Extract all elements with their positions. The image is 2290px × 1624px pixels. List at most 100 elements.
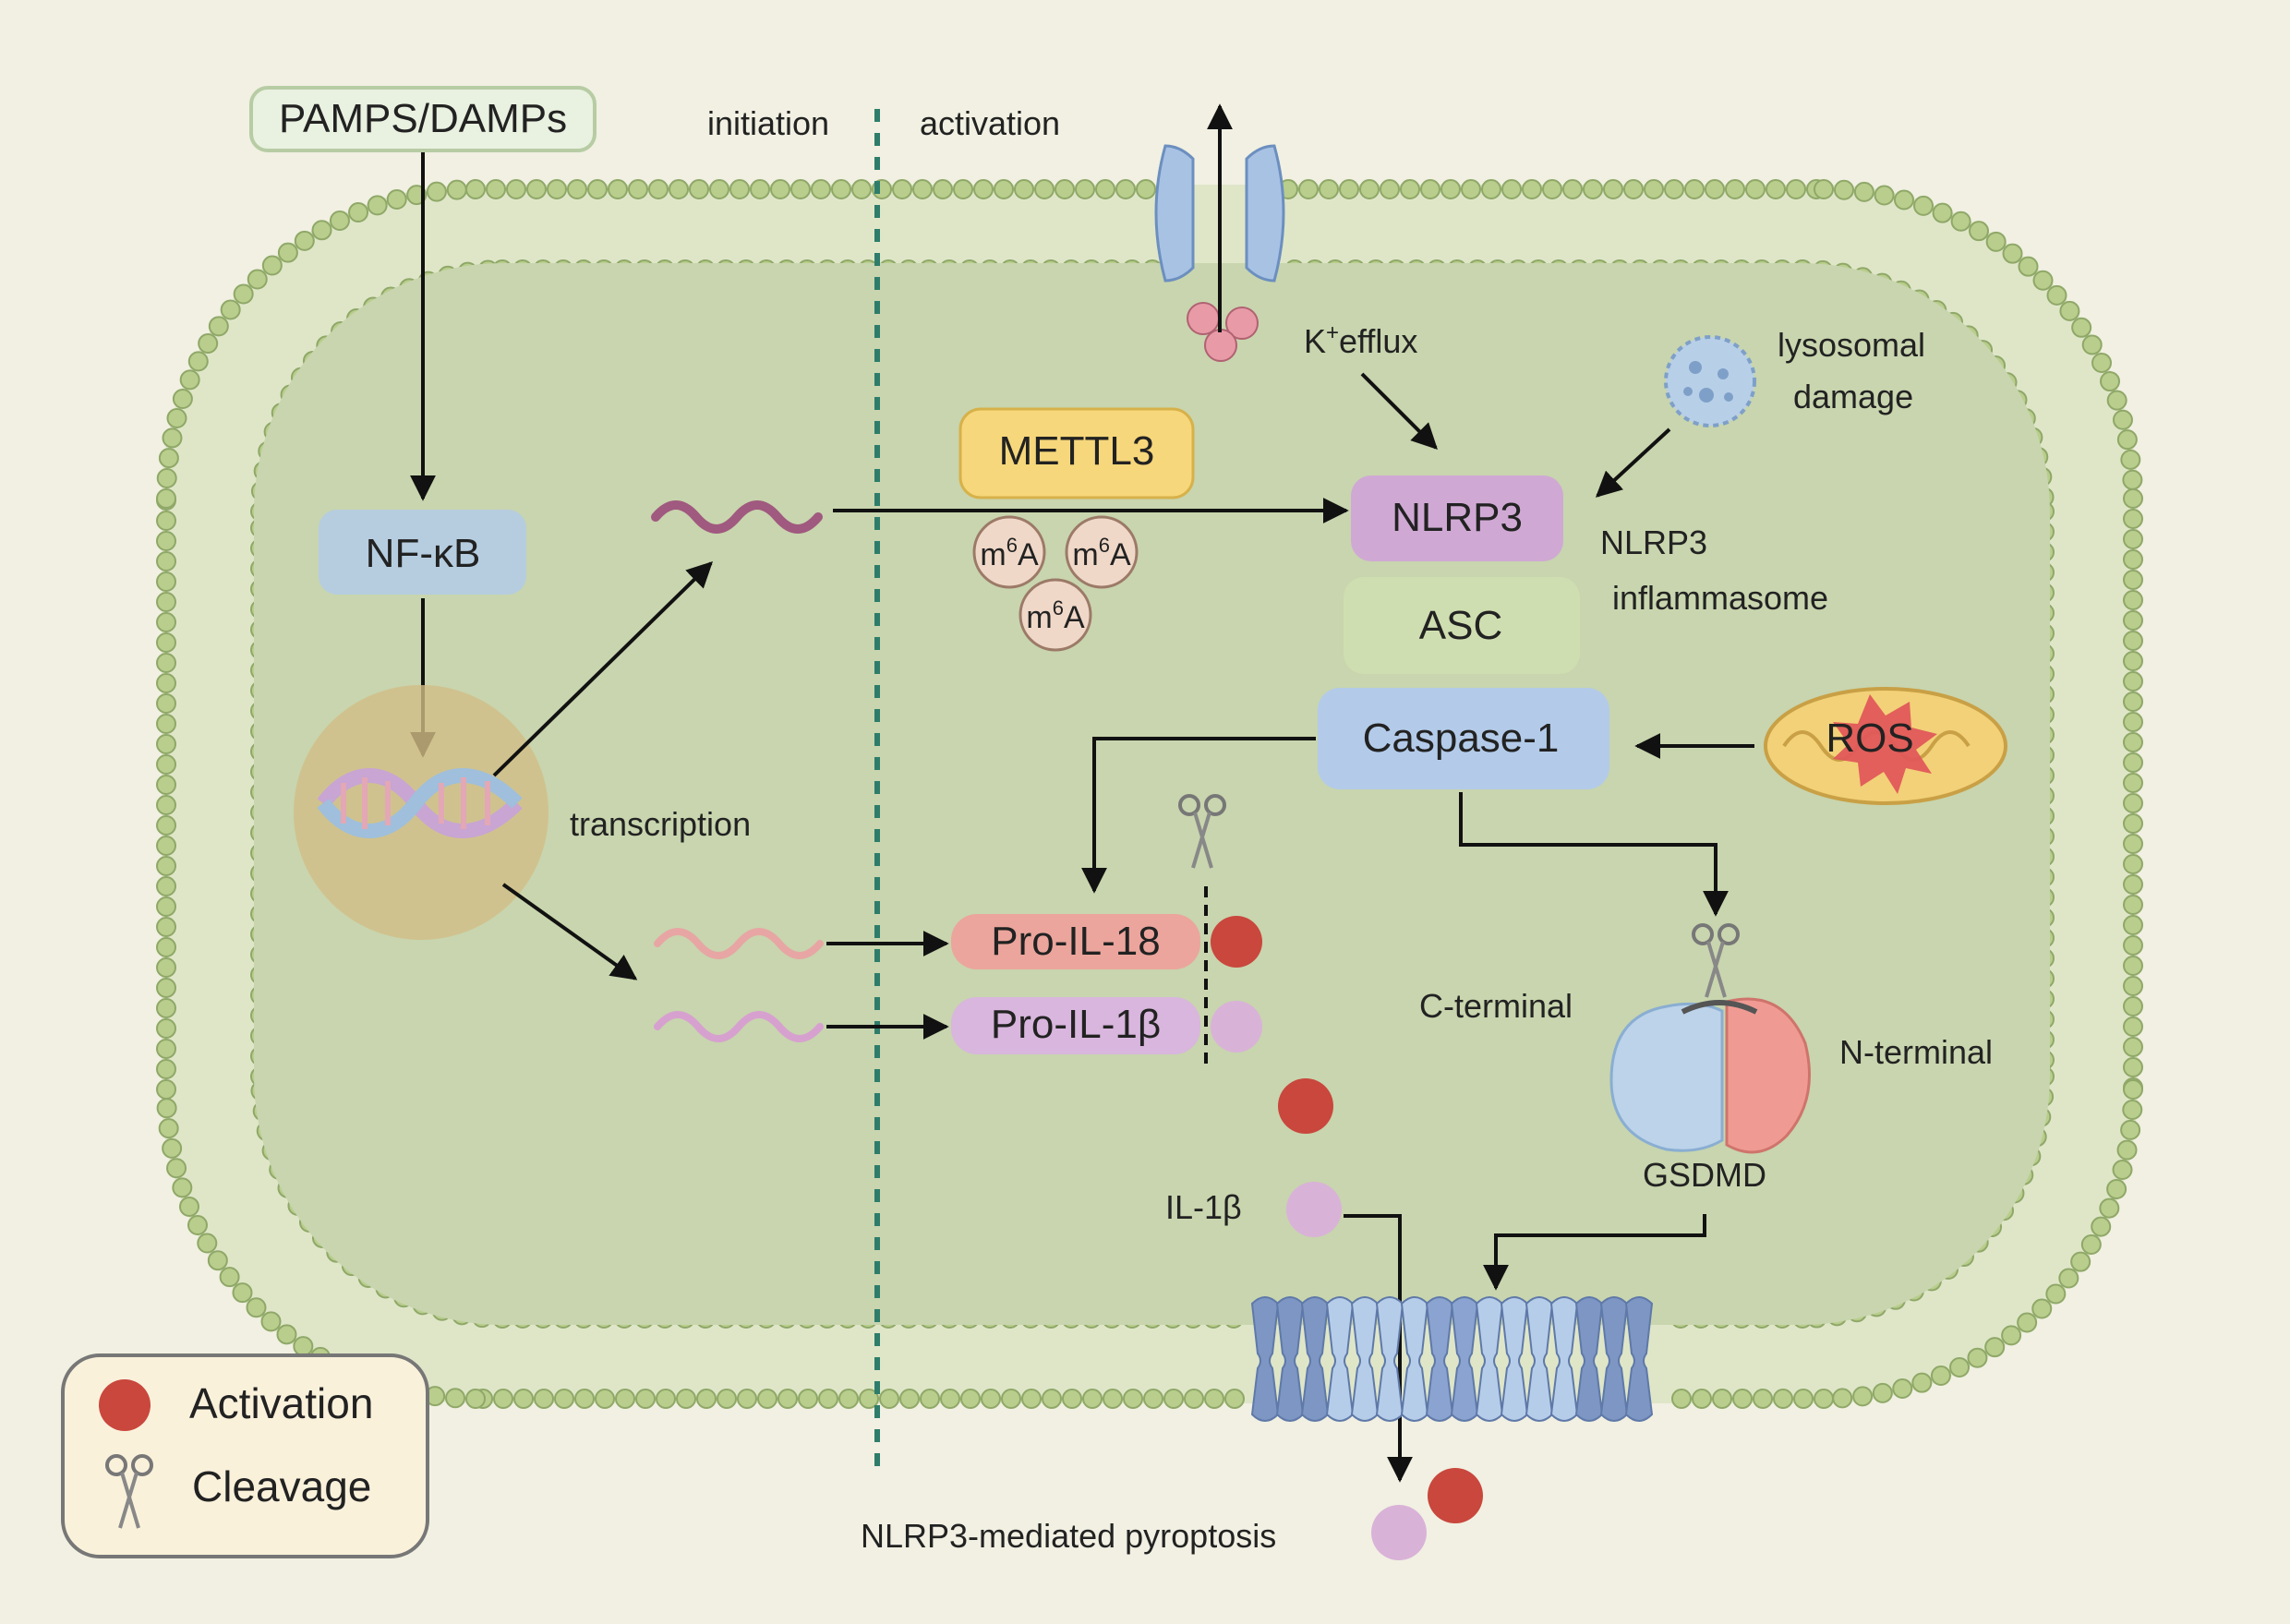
membrane-lipid-head <box>1786 179 1806 199</box>
membrane-lipid-head <box>493 1389 513 1409</box>
lysosomal-label-1: lysosomal <box>1778 326 1925 364</box>
membrane-lipid-head <box>1542 179 1562 199</box>
gsdmd-protein <box>1609 997 1811 1154</box>
membrane-lipid-head <box>1136 179 1156 199</box>
membrane-lipid-head <box>696 1389 717 1409</box>
membrane-lipid-head <box>1969 221 1990 242</box>
membrane-lipid-head <box>2123 529 2143 549</box>
membrane-lipid-head <box>156 612 176 632</box>
pyroptosis-label: NLRP3-mediated pyroptosis <box>861 1517 1276 1555</box>
membrane-lipid-head <box>1082 1389 1103 1409</box>
membrane-lipid-head <box>2080 1234 2102 1256</box>
activation-label: activation <box>920 104 1060 142</box>
membrane-lipid-head <box>2018 256 2039 277</box>
il18-free-dot <box>1278 1078 1333 1134</box>
membrane-lipid-head <box>2123 976 2143 996</box>
membrane-lipid-head <box>2123 935 2143 956</box>
membrane-lipid-head <box>2120 1119 2141 1140</box>
membrane-lipid-head <box>2122 469 2143 490</box>
membrane-lipid-head <box>838 1389 859 1409</box>
membrane-lipid-head <box>2123 895 2143 915</box>
membrane-lipid-head <box>156 1018 176 1039</box>
membrane-lipid-head <box>506 179 526 199</box>
membrane-lipid-head <box>2112 1159 2133 1180</box>
membrane-lipid-head <box>2059 300 2080 321</box>
membrane-lipid-head <box>940 1389 960 1409</box>
membrane-lipid-head <box>158 448 179 469</box>
membrane-lipid-head <box>156 998 176 1018</box>
membrane-lipid-head <box>156 571 176 592</box>
pro-il18-label: Pro-IL-18 <box>991 919 1160 964</box>
membrane-lipid-head <box>587 179 608 199</box>
membrane-lipid-head <box>1042 1389 1062 1409</box>
asc-label: ASC <box>1419 603 1502 648</box>
membrane-lipid-head <box>2123 773 2143 793</box>
membrane-lipid-head <box>486 179 506 199</box>
membrane-lipid-head <box>851 179 872 199</box>
arrow-k-nlrp3 <box>1360 372 1438 450</box>
released-il1b-dot <box>1371 1505 1427 1560</box>
membrane-lipid-head <box>1853 181 1874 202</box>
membrane-lipid-head <box>260 1311 282 1332</box>
membrane-lipid-head <box>608 179 628 199</box>
membrane-lipid-head <box>1400 179 1420 199</box>
membrane-lipid-head <box>513 1389 534 1409</box>
c-terminal-label: C-terminal <box>1419 987 1573 1025</box>
membrane-lipid-head <box>197 1233 218 1254</box>
membrane-lipid-head <box>1985 231 2007 252</box>
membrane-lipid-head <box>770 179 790 199</box>
membrane-lipid-head <box>2116 1139 2138 1161</box>
membrane-lipid-head <box>1705 179 1725 199</box>
membrane-lipid-head <box>156 856 176 876</box>
membrane-lipid-head <box>953 179 973 199</box>
membrane-lipid-head <box>1583 179 1603 199</box>
membrane-lipid-head <box>1732 1389 1753 1409</box>
membrane-lipid-head <box>187 351 209 372</box>
membrane-lipid-head <box>2116 429 2138 451</box>
membrane-lipid-head <box>628 179 648 199</box>
membrane-lipid-head <box>554 1389 574 1409</box>
membrane-lipid-head <box>311 220 332 241</box>
membrane-lipid-head <box>1163 1389 1184 1409</box>
membrane-lipid-head <box>2002 243 2023 264</box>
membrane-lipid-head <box>2123 631 2143 651</box>
membrane-lipid-head <box>445 1388 466 1409</box>
membrane-lipid-head <box>2123 874 2143 895</box>
pro-il1b-node: Pro-IL-1β <box>951 997 1200 1054</box>
membrane-lipid-head <box>526 179 547 199</box>
membrane-lipid-head <box>1753 1389 1773 1409</box>
membrane-lipid-head <box>2001 1325 2022 1346</box>
lysosome-icon <box>1664 335 1756 427</box>
membrane-lipid-head <box>1461 179 1481 199</box>
membrane-lipid-head <box>1872 1382 1893 1403</box>
membrane-lipid-head <box>981 1389 1001 1409</box>
membrane-lipid-head <box>198 332 219 354</box>
membrane-lipid-head <box>1204 1389 1224 1409</box>
membrane-lipid-head <box>2123 1057 2143 1077</box>
membrane-lipid-head <box>293 1336 314 1357</box>
membrane-lipid-head <box>567 179 587 199</box>
gsdmd-pore-icon <box>1250 1296 1654 1422</box>
membrane-lipid-head <box>798 1389 818 1409</box>
scissors-icon <box>105 1454 153 1529</box>
membrane-lipid-head <box>2123 509 2143 529</box>
membrane-lipid-head <box>2123 956 2143 976</box>
membrane-lipid-head <box>892 179 912 199</box>
membrane-lipid-head <box>156 754 176 775</box>
membrane-lipid-head <box>1913 195 1934 216</box>
membrane-lipid-head <box>166 408 187 429</box>
nlrp3-node: NLRP3 <box>1351 475 1563 561</box>
membrane-lipid-head <box>1745 179 1766 199</box>
membrane-lipid-head <box>178 1196 199 1217</box>
membrane-lipid-head <box>156 488 176 509</box>
membrane-lipid-head <box>1911 1372 1933 1393</box>
membrane-lipid-head <box>162 427 183 449</box>
membrane-lipid-head <box>879 1389 899 1409</box>
membrane-lipid-head <box>1773 1389 1793 1409</box>
membrane-lipid-head <box>156 775 176 795</box>
membrane-lipid-head <box>1852 1386 1874 1407</box>
membrane-lipid-head <box>367 195 388 216</box>
il18-attached-dot <box>1211 916 1262 968</box>
membrane-lipid-head <box>1034 179 1055 199</box>
membrane-lipid-head <box>156 531 176 551</box>
